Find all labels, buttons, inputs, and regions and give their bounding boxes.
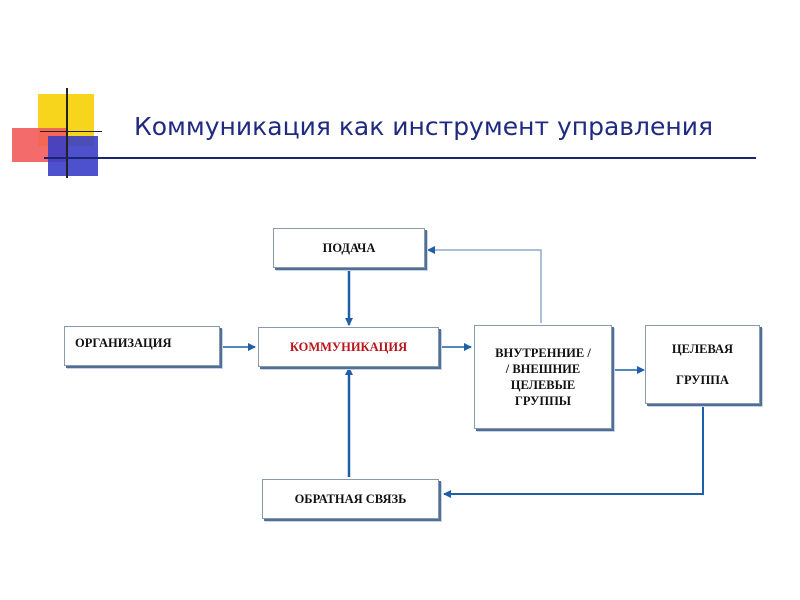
title-underline <box>44 157 756 159</box>
node-organizacia-label: ОРГАНИЗАЦИЯ <box>75 336 172 350</box>
node-obratnaya-label: ОБРАТНАЯ СВЯЗЬ <box>294 491 407 506</box>
node-celevaya-line1: ЦЕЛЕВАЯ <box>671 342 734 357</box>
node-celevaya-line2: ГРУППА <box>676 372 729 387</box>
node-kommunikacia-label: КОММУНИКАЦИЯ <box>289 339 408 354</box>
node-podacha-label: ПОДАЧА <box>322 240 376 255</box>
node-vnutrennie-line4: ГРУППЫ <box>514 394 572 409</box>
node-organizacia: ОРГАНИЗАЦИЯ <box>64 326 220 366</box>
node-podacha: ПОДАЧА <box>273 228 425 268</box>
node-obratnaya-svyaz: ОБРАТНАЯ СВЯЗЬ <box>262 479 439 519</box>
node-kommunikacia: КОММУНИКАЦИЯ <box>258 327 439 367</box>
node-celevaya-gruppa: ЦЕЛЕВАЯ ГРУППА <box>645 325 760 404</box>
node-vnutrennie-line3: ЦЕЛЕВЫЕ <box>510 378 576 392</box>
logo-square-blue <box>48 136 98 176</box>
logo-line-horizontal <box>40 131 102 132</box>
node-vnutrennie-line1: ВНУТРЕННИЕ / <box>495 345 591 360</box>
node-vnutrennie-vneshnie: ВНУТРЕННИЕ / / ВНЕШНИЕ ЦЕЛЕВЫЕ ГРУППЫ <box>474 325 612 429</box>
node-vnutrennie-line2: / ВНЕШНИЕ <box>505 361 581 376</box>
slide-title: Коммуникация как инструмент управления <box>134 112 714 141</box>
arrow-celevaya-to-obratnaya <box>443 406 704 498</box>
logo-line-vertical <box>66 88 68 178</box>
arrow-vnutrennie-to-podacha <box>427 246 542 323</box>
